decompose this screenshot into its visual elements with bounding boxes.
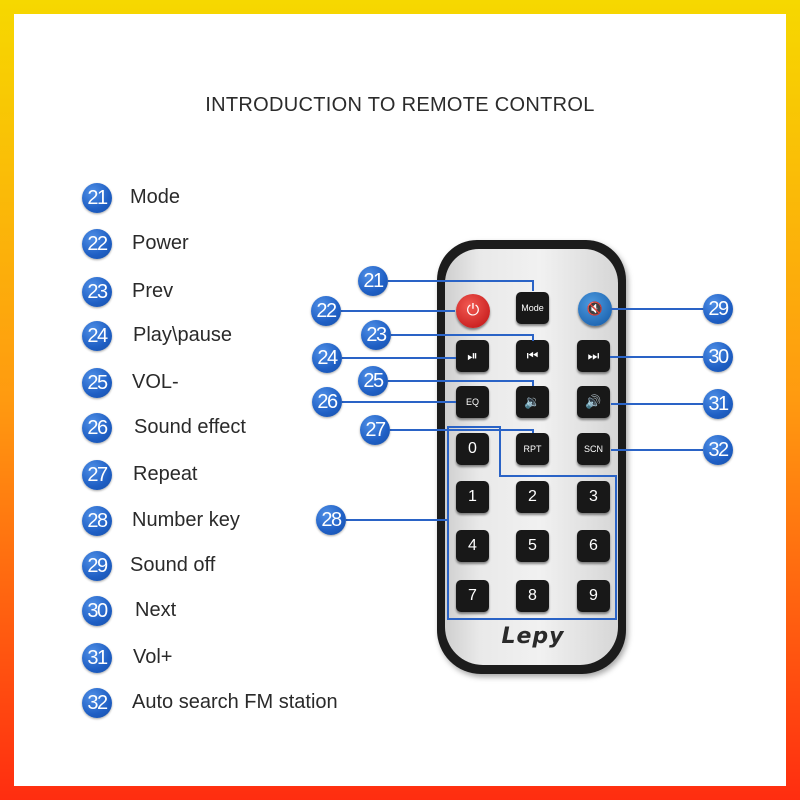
legend-number-badge: 28 [82,506,112,536]
legend-label: Play\pause [133,324,232,346]
number-key-5[interactable]: 5 [516,530,549,562]
legend-number-badge: 31 [82,643,112,673]
number-key-1[interactable]: 1 [456,481,489,513]
callout-badge-31: 31 [703,389,733,419]
legend-label: Mode [130,186,181,208]
callout-badge-22: 22 [311,296,341,326]
number-key-2[interactable]: 2 [516,481,549,513]
legend-label: Number key [132,509,240,531]
number-key-8[interactable]: 8 [516,580,549,612]
leader-line-vol-down [388,380,534,386]
mute-button[interactable]: 🔇 [578,292,612,326]
legend-number-badge: 23 [82,277,112,307]
callout-badge-26: 26 [312,387,342,417]
content-panel [14,14,786,786]
legend-label: Sound off [130,554,216,576]
vol-up-button[interactable]: 🔊 [577,386,610,418]
legend-number-badge: 21 [82,183,112,213]
callout-badge-32: 32 [703,435,733,465]
number-key-6[interactable]: 6 [577,530,610,562]
callout-badge-30: 30 [703,342,733,372]
legend-number-badge: 32 [82,688,112,718]
callout-badge-23: 23 [361,320,391,350]
callout-badge-25: 25 [358,366,388,396]
number-key-highlight-box [447,426,617,620]
number-key-9[interactable]: 9 [577,580,610,612]
legend-number-badge: 25 [82,368,112,398]
legend-label: Power [132,232,189,254]
legend-number-badge: 27 [82,460,112,490]
next-button[interactable]: ⏭ [577,340,610,372]
legend-label: Repeat [133,463,198,485]
legend-number-badge: 22 [82,229,112,259]
power-button[interactable]: ⏻ [456,294,490,328]
number-key-4[interactable]: 4 [456,530,489,562]
number-key-7[interactable]: 7 [456,580,489,612]
legend-number-badge: 26 [82,413,112,443]
legend-label: Vol+ [133,646,173,668]
legend-label: Auto search FM station [132,691,338,713]
legend-label: Sound effect [134,416,246,438]
legend-number-badge: 30 [82,596,112,626]
number-key-0[interactable]: 0 [456,433,489,465]
mode-button[interactable]: Mode [516,292,549,324]
callout-badge-24: 24 [312,343,342,373]
scn-button[interactable]: SCN [577,433,610,465]
callout-badge-21: 21 [358,266,388,296]
page-title: INTRODUCTION TO REMOTE CONTROL [205,94,595,116]
vol-down-button[interactable]: 🔉 [516,386,549,418]
legend-label: Next [135,599,177,621]
callout-badge-29: 29 [703,294,733,324]
prev-button[interactable]: ⏮ [516,340,549,372]
leader-line-mode [388,280,534,291]
legend-number-badge: 24 [82,321,112,351]
brand-logo: Lepy [501,624,565,649]
rpt-button[interactable]: RPT [516,433,549,465]
callout-badge-28: 28 [316,505,346,535]
play-pause-button[interactable]: ⏯ [456,340,489,372]
legend-label: Prev [132,280,174,302]
leader-line-prev [391,334,534,341]
legend-number-badge: 29 [82,551,112,581]
eq-button[interactable]: EQ [456,386,489,418]
callout-badge-27: 27 [360,415,390,445]
number-key-3[interactable]: 3 [577,481,610,513]
legend-label: VOL- [132,371,179,393]
leader-line-rpt [390,429,534,433]
